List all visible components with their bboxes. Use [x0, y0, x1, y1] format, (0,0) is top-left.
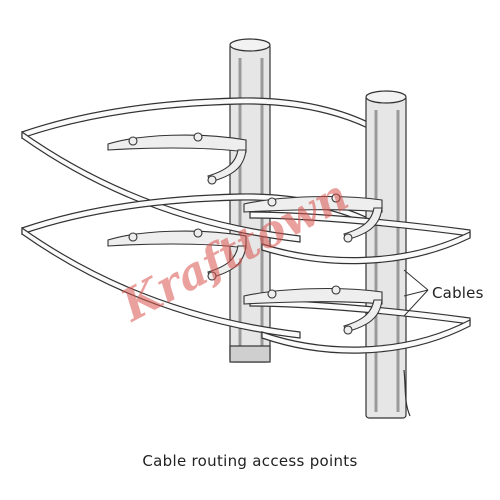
upper-right-glass-shelf	[249, 211, 471, 265]
right-bracket-upper	[243, 193, 383, 243]
cables-callout-lines	[403, 269, 429, 317]
right-bracket-lower	[243, 285, 383, 335]
left-bracket-upper	[107, 132, 247, 185]
figure-caption: Cable routing access points	[142, 452, 358, 470]
cables-label: Cables	[432, 284, 484, 302]
left-bracket-lower	[107, 228, 247, 281]
